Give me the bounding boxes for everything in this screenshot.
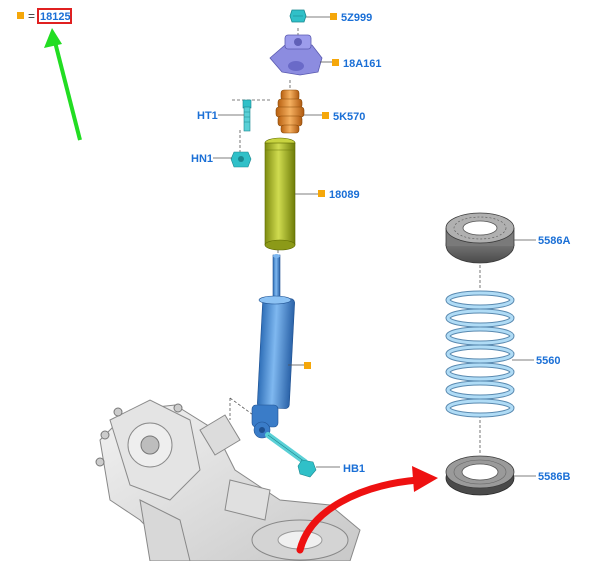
curved-arrow-right-icon bbox=[296, 466, 438, 554]
callout-18a161[interactable]: 18A161 bbox=[343, 58, 382, 70]
callout-bullet bbox=[330, 13, 337, 20]
arrow-up-left-icon bbox=[44, 28, 82, 141]
callout-5k570[interactable]: 5K570 bbox=[333, 111, 365, 123]
callout-bullet bbox=[322, 112, 329, 119]
callout-hb1[interactable]: HB1 bbox=[343, 463, 365, 475]
legend: = 18125 bbox=[17, 8, 72, 24]
rear-knuckle-assembly bbox=[95, 399, 361, 561]
callout-5z999[interactable]: 5Z999 bbox=[341, 12, 372, 24]
callout-18089[interactable]: 18089 bbox=[329, 189, 360, 201]
upper-nut[interactable] bbox=[230, 151, 252, 168]
spring-lower-seat[interactable] bbox=[445, 455, 515, 496]
part-number-highlight-box bbox=[37, 8, 72, 24]
shock-absorber[interactable] bbox=[251, 254, 295, 439]
dust-boot[interactable] bbox=[264, 137, 296, 251]
bump-stop[interactable] bbox=[275, 89, 305, 134]
top-mount-nut[interactable] bbox=[289, 9, 307, 23]
legend-bullet bbox=[17, 12, 24, 19]
upper-bolt[interactable] bbox=[242, 99, 252, 132]
callout-5586b[interactable]: 5586B bbox=[538, 471, 570, 483]
spring-upper-seat[interactable] bbox=[445, 212, 515, 264]
callout-bullet bbox=[318, 190, 325, 197]
legend-part-number[interactable]: 18125 bbox=[40, 11, 71, 23]
legend-equals-sign: = bbox=[28, 9, 35, 23]
callout-5586a[interactable]: 5586A bbox=[538, 235, 570, 247]
callout-5560[interactable]: 5560 bbox=[536, 355, 560, 367]
lower-bolt[interactable] bbox=[265, 432, 317, 478]
callout-bullet bbox=[332, 59, 339, 66]
coil-spring[interactable] bbox=[445, 290, 515, 418]
callout-hn1[interactable]: HN1 bbox=[191, 153, 213, 165]
upper-mount[interactable] bbox=[269, 34, 323, 76]
shock-absorber-callout-bullet bbox=[304, 362, 311, 369]
callout-ht1[interactable]: HT1 bbox=[197, 110, 218, 122]
